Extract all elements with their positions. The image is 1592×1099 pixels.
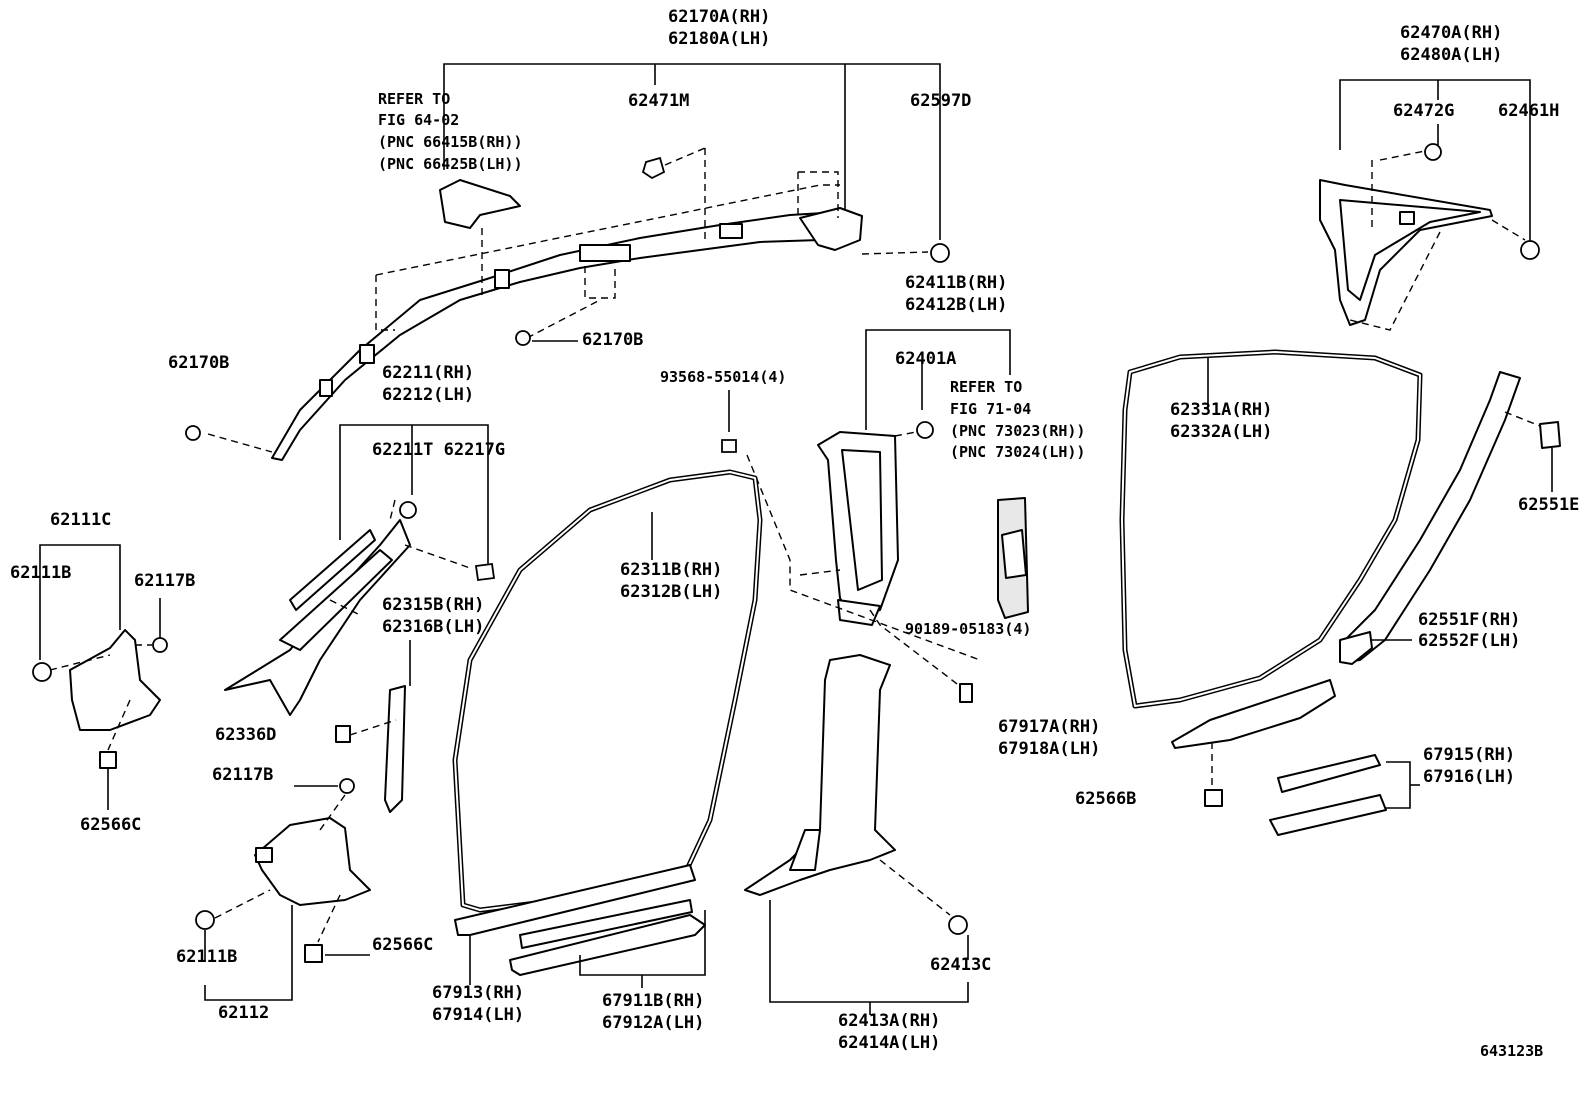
clip-62217g <box>474 562 496 582</box>
label-l32: 62111B <box>176 947 237 967</box>
roof-side-garnish-part <box>271 211 856 461</box>
label-l10-1: 62412B(LH) <box>905 295 1007 315</box>
quarter-trim-group <box>1319 79 1540 331</box>
label-l2-3: (PNC 66425B(LH)) <box>378 155 523 173</box>
clip-62461h <box>1520 240 1540 260</box>
label-l28-0: 67917A(RH) <box>998 717 1100 737</box>
label-l14: 62551E <box>1518 495 1579 515</box>
cowl-side-trim-group <box>32 544 168 810</box>
label-l29-1: 67916(LH) <box>1423 767 1515 787</box>
label-l12-2: (PNC 73023(RH)) <box>950 422 1085 440</box>
label-l11: 62401A <box>895 349 956 369</box>
callout-labels: 62170A(RH) 62180A(LH) REFER TO FIG 64-02… <box>10 7 1579 1060</box>
label-l19: 62111B <box>10 563 71 583</box>
clip-62401a <box>916 421 934 439</box>
label-l36-1: 67912A(LH) <box>602 1013 704 1033</box>
clip-62111b-b <box>195 910 215 930</box>
label-l4: 62597D <box>910 91 971 111</box>
clip-62211t <box>399 501 417 519</box>
label-l7-0: 62470A(RH) <box>1400 23 1502 43</box>
label-l17: 93568-55014(4) <box>660 368 786 386</box>
cowl-trim-lower-group <box>195 778 371 1001</box>
screw-93568 <box>721 439 737 453</box>
front-door-seal-group <box>335 469 763 988</box>
label-l35-1: 67914(LH) <box>432 1005 524 1025</box>
center-pillar-lower-part <box>744 654 896 896</box>
label-l12-1: FIG 71-04 <box>950 400 1031 418</box>
label-l22-0: 62315B(RH) <box>382 595 484 615</box>
label-l12-3: (PNC 73024(LH)) <box>950 443 1085 461</box>
label-l37-1: 62414A(LH) <box>838 1033 940 1053</box>
clip-62117b-a <box>152 637 168 653</box>
clip-62471m <box>641 156 666 180</box>
label-l36-0: 67911B(RH) <box>602 991 704 1011</box>
clip-62170b-a <box>515 330 531 346</box>
label-l13-0: 62331A(RH) <box>1170 400 1272 420</box>
label-l9: 62461H <box>1498 101 1559 121</box>
label-l35-0: 67913(RH) <box>432 983 524 1003</box>
center-pillar-lower-group <box>744 654 969 1015</box>
label-l10-0: 62411B(RH) <box>905 273 1007 293</box>
label-l24-1: 62552F(LH) <box>1418 631 1520 651</box>
clip-62336d <box>335 725 351 743</box>
label-l2-1: FIG 64-02 <box>378 111 459 129</box>
clip-62597d <box>930 243 950 263</box>
label-l1-0: 62170A(RH) <box>668 7 770 27</box>
label-l37-0: 62413A(RH) <box>838 1011 940 1031</box>
label-l31: 62566C <box>372 935 433 955</box>
clip-62111b-a <box>32 662 52 682</box>
label-l15-0: 62211(RH) <box>382 363 474 383</box>
label-l23: 90189-05183(4) <box>905 620 1031 638</box>
clip-62413c <box>948 915 968 935</box>
label-l21-0: 62311B(RH) <box>620 560 722 580</box>
label-l5: 62170B <box>582 330 643 350</box>
cowl-side-trim-part <box>69 629 161 731</box>
label-l16: 62211T 62217G <box>372 440 505 460</box>
label-l6: 62170B <box>168 353 229 373</box>
rear-door-seal-group <box>1119 349 1561 836</box>
roof-side-garnish-group <box>185 63 950 461</box>
diagram-id: 643123B <box>1480 1042 1543 1060</box>
label-l1-1: 62180A(LH) <box>668 29 770 49</box>
label-l28-1: 67918A(LH) <box>998 739 1100 759</box>
label-l20: 62117B <box>134 571 195 591</box>
label-l7-1: 62480A(LH) <box>1400 45 1502 65</box>
label-l15-1: 62212(LH) <box>382 385 474 405</box>
label-l13-1: 62332A(LH) <box>1170 422 1272 442</box>
clip-62117b-b <box>339 778 355 794</box>
label-l24-0: 62551F(RH) <box>1418 610 1520 630</box>
label-l34: 62112 <box>218 1003 269 1023</box>
clip-62472g <box>1424 143 1442 161</box>
label-l30: 62566B <box>1075 789 1136 809</box>
label-l29-0: 67915(RH) <box>1423 745 1515 765</box>
center-pillar-upper-group <box>721 329 1029 703</box>
label-l22-1: 62316B(LH) <box>382 617 484 637</box>
cowl-trim-lower-part <box>254 817 371 906</box>
label-l26: 62117B <box>212 765 273 785</box>
label-l2-0: REFER TO <box>378 90 450 108</box>
label-l3: 62471M <box>628 91 689 111</box>
label-l21-1: 62312B(LH) <box>620 582 722 602</box>
label-l18: 62111C <box>50 510 111 530</box>
label-l25: 62336D <box>215 725 276 745</box>
label-l2-2: (PNC 66415B(RH)) <box>378 133 523 151</box>
label-l8: 62472G <box>1393 101 1454 121</box>
label-l27: 62566C <box>80 815 141 835</box>
label-l33: 62413C <box>930 955 991 975</box>
clip-62170b-b <box>185 425 201 441</box>
front-pillar-lower-group <box>224 424 496 716</box>
label-l12-0: REFER TO <box>950 378 1022 396</box>
